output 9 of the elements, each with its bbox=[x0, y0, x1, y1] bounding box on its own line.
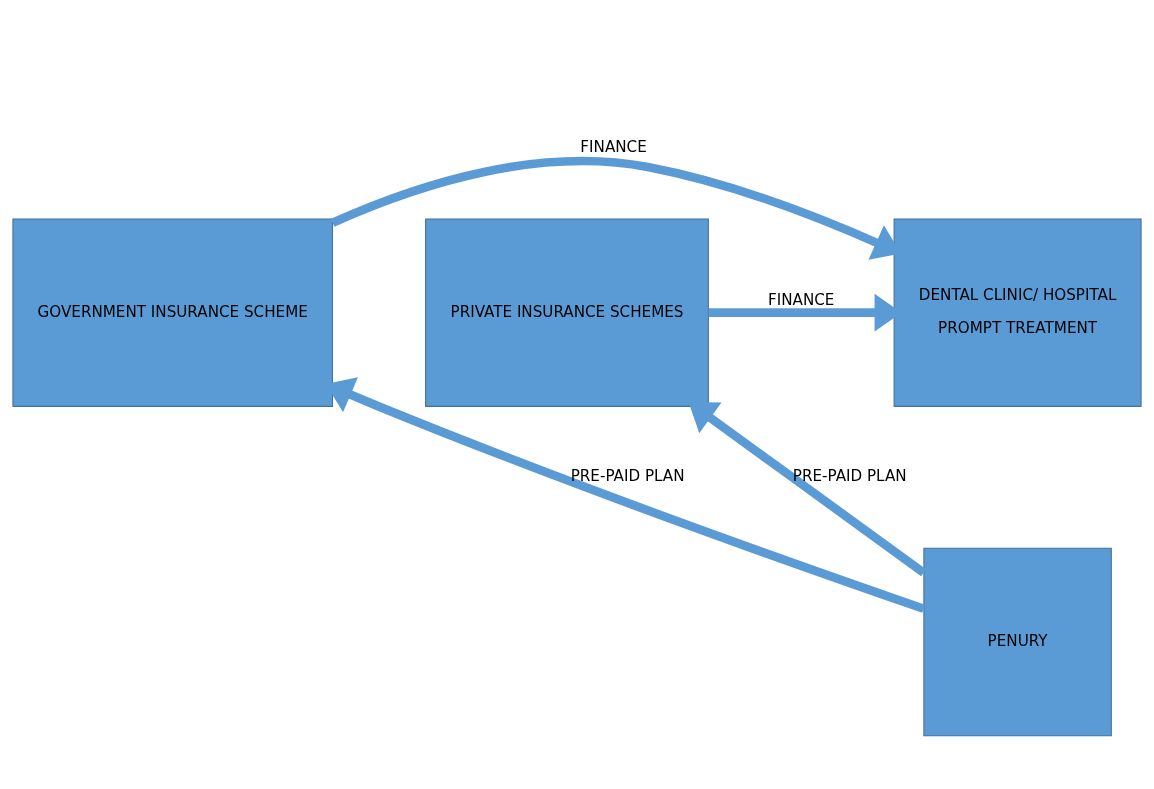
arrow bbox=[688, 401, 927, 576]
edge-label: PRE-PAID PLAN bbox=[570, 466, 685, 485]
edge-label: FINANCE bbox=[768, 290, 835, 309]
node-box: PENURY bbox=[923, 547, 1112, 736]
node-box: GOVERNMENT INSURANCE SCHEME bbox=[12, 217, 333, 407]
node-box: PRIVATE INSURANCE SCHEMES bbox=[425, 217, 709, 407]
edge-label: PRE-PAID PLAN bbox=[792, 466, 907, 485]
edge-label: FINANCE bbox=[580, 137, 647, 156]
node-box: DENTAL CLINIC/ HOSPITAL PROMPT TREATMENT bbox=[893, 217, 1142, 407]
